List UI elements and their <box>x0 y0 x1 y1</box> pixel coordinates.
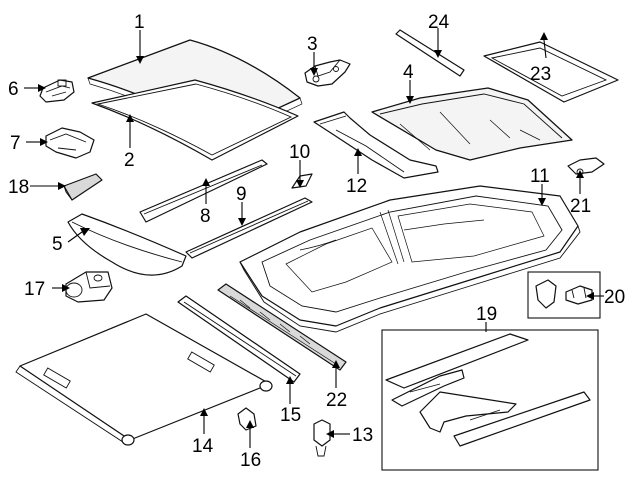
callout-22: 22 <box>326 390 347 411</box>
part-22-drive-rail <box>217 283 347 371</box>
callout-11: 11 <box>530 166 550 187</box>
part-11-roof-frame <box>239 185 581 333</box>
part-7-bracket <box>45 127 95 159</box>
part-5-deflector <box>67 213 187 276</box>
part-14-sunshade <box>15 313 273 446</box>
part-21-clip <box>567 157 605 176</box>
callout-labels: 1 2 3 4 5 6 7 8 9 10 11 12 13 14 15 16 1… <box>8 12 625 471</box>
callout-7: 7 <box>10 133 21 154</box>
part-15-rail <box>177 295 301 383</box>
callout-6: 6 <box>8 79 19 100</box>
part-6-bracket <box>39 79 75 103</box>
callout-16: 16 <box>240 450 261 471</box>
part-23-seal-frame <box>483 41 619 103</box>
part-13-fastener <box>313 419 331 457</box>
callout-4: 4 <box>403 62 414 83</box>
callout-15: 15 <box>280 405 301 426</box>
part-3-bracket <box>304 59 351 87</box>
callout-23: 23 <box>530 64 551 85</box>
part-8-strip <box>139 159 268 223</box>
part-19-rail-kit <box>381 329 599 471</box>
callout-10: 10 <box>289 142 310 163</box>
leader-lines <box>24 28 604 448</box>
callout-20: 20 <box>604 287 625 308</box>
leader-arrows <box>38 32 594 438</box>
callout-17: 17 <box>24 279 45 300</box>
callout-8: 8 <box>200 206 211 227</box>
part-24-strip <box>395 29 465 77</box>
part-20-brackets <box>527 271 601 319</box>
callout-9: 9 <box>236 184 247 205</box>
callout-1: 1 <box>134 12 145 33</box>
part-9-strip <box>185 197 313 259</box>
callout-19: 19 <box>476 304 497 325</box>
callout-12: 12 <box>346 176 367 197</box>
callout-3: 3 <box>307 34 318 55</box>
callout-2: 2 <box>124 150 135 171</box>
callout-14: 14 <box>192 436 214 457</box>
callout-5: 5 <box>52 234 63 255</box>
callout-13: 13 <box>352 425 373 446</box>
callout-18: 18 <box>8 177 29 198</box>
part-18-cover <box>63 173 103 201</box>
part-17-motor <box>65 271 113 303</box>
callout-24: 24 <box>428 12 450 33</box>
callout-21: 21 <box>570 196 591 217</box>
part-4-glass-panel <box>371 87 573 161</box>
